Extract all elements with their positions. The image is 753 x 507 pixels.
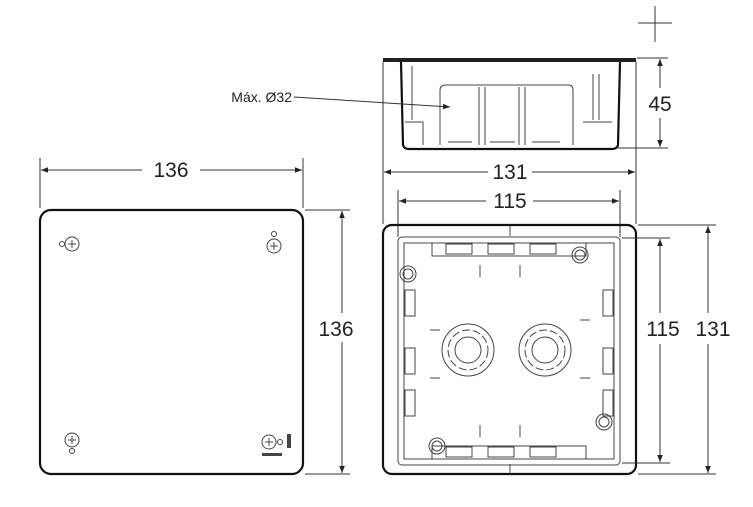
depth-label: 45 <box>648 93 671 116</box>
conduit-size-label: Máx. Ø32 <box>231 89 292 105</box>
cover-width-label: 136 <box>153 159 188 182</box>
inner-height-label: 115 <box>646 318 679 341</box>
outer-width-label: 131 <box>492 161 527 184</box>
crosshair-mark <box>638 6 672 42</box>
box-side-view <box>383 58 636 151</box>
inner-height-dimension <box>622 237 670 464</box>
outer-width-dimension <box>382 62 637 224</box>
outer-height-label: 131 <box>695 318 730 341</box>
depth-dimension <box>618 57 668 149</box>
inner-width-dimension <box>397 190 621 237</box>
cover-width-dimension <box>39 158 304 208</box>
outer-height-dimension <box>638 224 716 475</box>
cover-height-label: 136 <box>318 318 353 341</box>
knockout-left <box>441 323 495 377</box>
cover-plate <box>38 208 305 476</box>
screw-icon <box>261 434 291 456</box>
knockout-right <box>518 323 572 377</box>
conduit-leader-line <box>293 96 451 110</box>
cover-height-dimension <box>305 209 350 475</box>
box-front-view <box>381 223 638 476</box>
screw-icon <box>59 236 80 252</box>
screw-icon <box>64 432 80 454</box>
screw-icon <box>266 231 282 254</box>
inner-width-label: 115 <box>493 190 526 213</box>
